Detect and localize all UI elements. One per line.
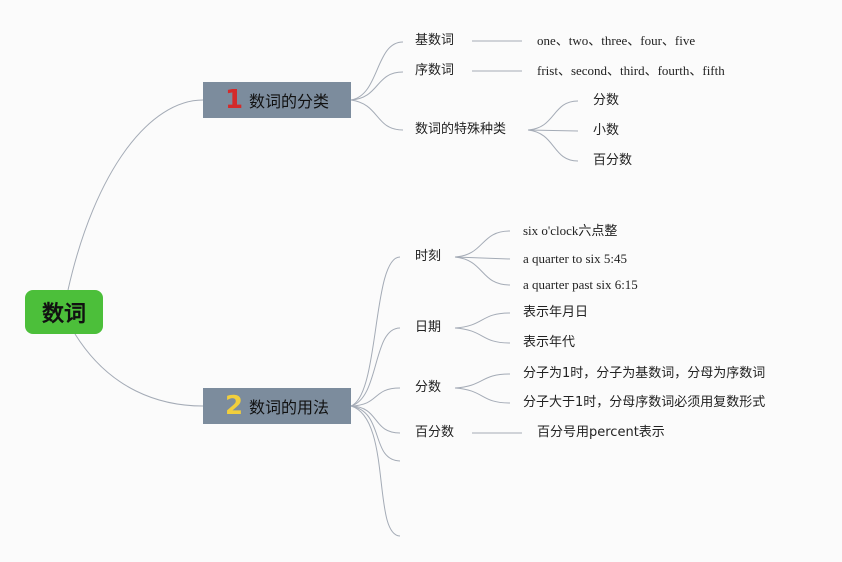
edge-fraction-2: [454, 387, 511, 404]
node-special-fraction[interactable]: 分数: [593, 93, 620, 108]
root-node[interactable]: 数词: [25, 290, 103, 334]
edge-b2-time: [350, 256, 401, 407]
edge-b2-empty1: [350, 405, 401, 462]
edge-root-branch2: [74, 333, 204, 407]
edge-b1-ordinal: [350, 71, 404, 101]
node-date-item-1[interactable]: 表示年月日: [523, 305, 589, 320]
edge-date-2: [454, 327, 511, 344]
edge-special-bai: [527, 129, 579, 162]
node-special-types[interactable]: 数词的特殊种类: [415, 122, 507, 137]
edge-b2-percent: [350, 405, 401, 434]
edge-time-3: [454, 256, 511, 286]
node-percent[interactable]: 百分数: [415, 425, 455, 440]
node-fraction[interactable]: 分数: [415, 380, 442, 395]
node-time-item-3[interactable]: a quarter past six 6:15: [523, 277, 638, 292]
edge-b2-fraction: [350, 387, 401, 407]
node-percent-detail[interactable]: 百分号用percent表示: [537, 425, 665, 440]
branch-node-classification[interactable]: 1 数词的分类: [203, 82, 351, 118]
edge-b1-special: [350, 99, 404, 131]
time-item-1-text: six o'clock六点整: [523, 223, 618, 238]
node-cardinal-detail[interactable]: one、two、three、four、five: [537, 33, 696, 48]
edge-root-branch1: [67, 99, 204, 291]
node-time[interactable]: 时刻: [415, 249, 442, 264]
branch-node-usage[interactable]: 2 数词的用法: [203, 388, 351, 424]
branch-number-1: 1: [224, 85, 244, 115]
branch-label: 数词的分类: [249, 92, 330, 111]
node-date[interactable]: 日期: [415, 320, 442, 335]
branch-number-2: 2: [224, 391, 244, 421]
edge-time-2: [454, 256, 511, 260]
node-fraction-item-1[interactable]: 分子为1时，分子为基数词，分母为序数词: [523, 366, 766, 381]
edge-fraction-1: [454, 373, 511, 389]
edge-special-xiao: [527, 129, 579, 132]
node-special-percent[interactable]: 百分数: [593, 153, 633, 168]
node-ordinal-detail[interactable]: frist、second、third、fourth、fifth: [537, 63, 725, 78]
edge-date-1: [454, 312, 511, 329]
edge-b2-date: [350, 327, 401, 407]
node-fraction-item-2[interactable]: 分子大于1时，分母序数词必须用复数形式: [523, 395, 766, 410]
node-time-item-2[interactable]: a quarter to six 5:45: [523, 251, 627, 266]
node-ordinal[interactable]: 序数词: [415, 63, 455, 78]
node-time-item-1[interactable]: six o'clock六点整: [523, 223, 617, 240]
edge-special-fen: [527, 100, 579, 131]
node-special-decimal[interactable]: 小数: [593, 123, 620, 138]
edge-time-1: [454, 230, 511, 258]
node-cardinal[interactable]: 基数词: [415, 33, 455, 48]
node-date-item-2[interactable]: 表示年代: [523, 335, 576, 350]
edge-b1-cardinal: [350, 41, 404, 101]
branch-label: 数词的用法: [249, 398, 330, 417]
edge-b2-empty2: [350, 405, 401, 537]
